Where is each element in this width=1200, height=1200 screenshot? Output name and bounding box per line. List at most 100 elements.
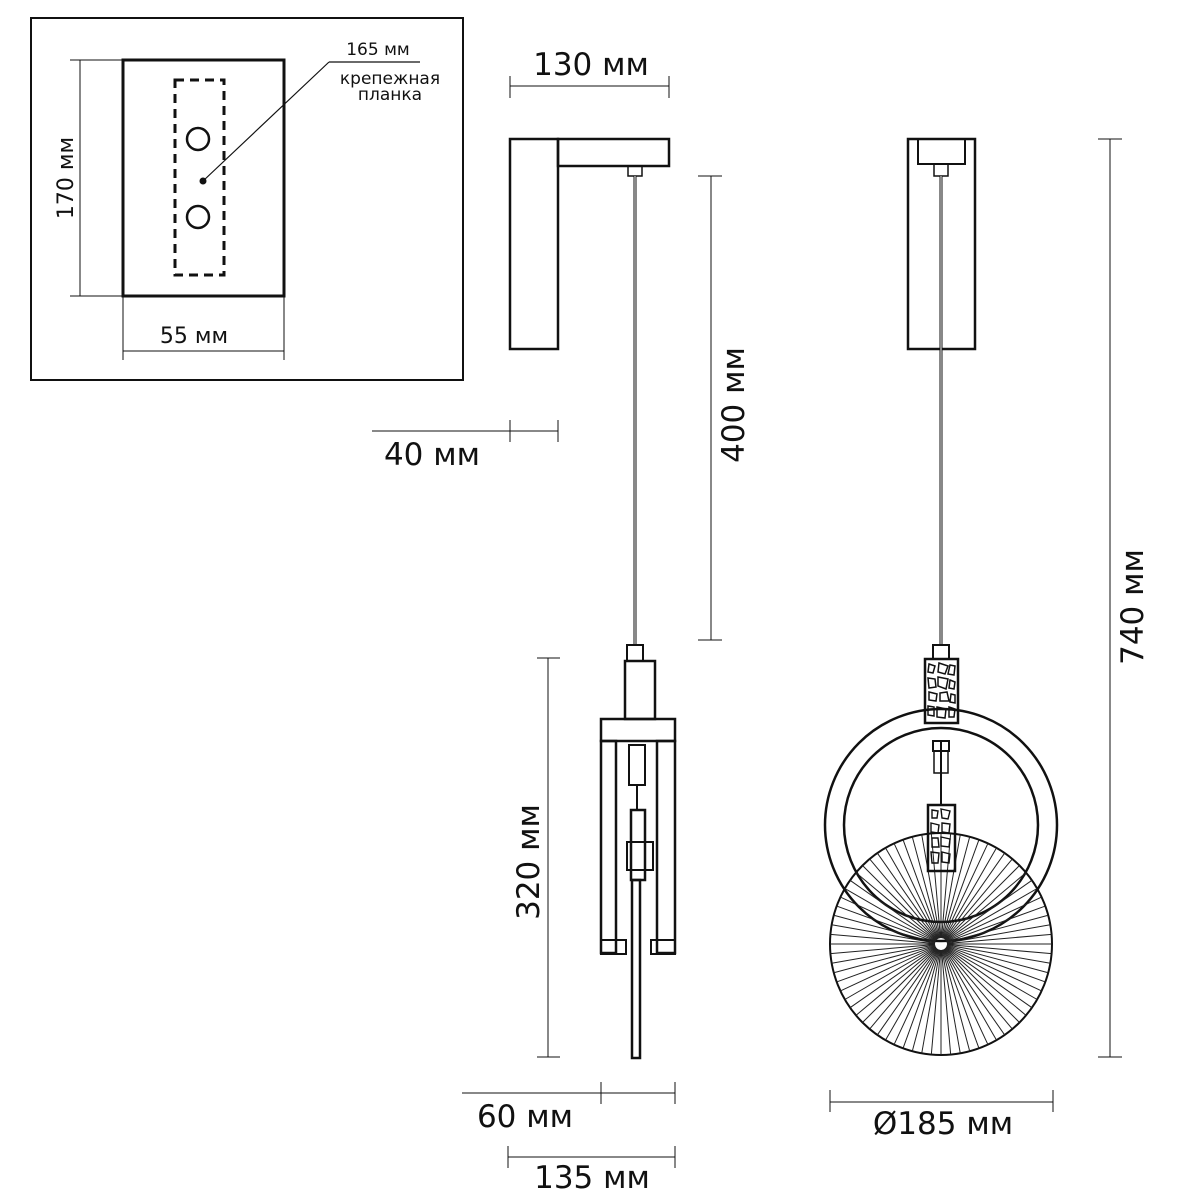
inset-frame [30,17,464,381]
shade-pleat-line [876,852,938,940]
shade-pleat-line [944,865,1020,941]
shade-pleat-line [946,896,1042,942]
shade-pleat-line [945,947,1027,1016]
diameter-label: Ø185 мм [873,1106,1013,1142]
stone-collar-texture [927,661,956,719]
shade-pleat-line [942,836,971,939]
bracket-length-label: 130 мм [533,47,649,83]
shade-pleat-line [833,945,936,974]
inner-stem-link [933,750,949,774]
front-view: 740 мм Ø185 мм [823,137,1151,1142]
shade-pleat-line [869,858,938,940]
rod-connector [626,644,644,662]
shade-pleat-line [945,872,1027,941]
arm-cap [627,165,643,177]
lamp-frame-base-right [650,939,676,955]
shade-pleat-line [836,945,936,983]
inset-height-label: 170 мм [54,137,79,219]
shade-pleat-line [830,944,936,955]
shade-pleat-line [944,947,1020,1023]
shade-pleat-line [941,949,961,1054]
lamp-shade-clip [626,841,654,871]
inset-spacing-label: 165 мм [346,40,410,60]
shade-pleat-line [945,946,1038,1000]
total-depth-label: 135 мм [534,1160,650,1196]
shade-pleat-line [946,914,1049,943]
shade-pleat-line [942,949,971,1052]
shade-pleat-line [942,949,980,1049]
shade-pleat-line [946,924,1051,944]
shade-pleat-line [930,833,941,939]
shade-pleat-line [902,949,940,1049]
mounting-bar-dashed [173,78,226,277]
light-ring-outer [823,707,1059,943]
screw-hole-bottom [185,204,211,230]
shade-pleat-line [849,879,937,941]
stone-collar [923,657,960,725]
shade-pleat-line [946,946,1042,992]
shade-pleat-line [943,949,989,1045]
inner-stone-block [926,803,957,873]
shade-pleat-line [942,839,980,939]
wall-plate [121,58,286,298]
shade-pleat-line [941,949,952,1055]
pleated-shade [829,832,1053,1056]
shade-pleat-line [855,872,937,941]
shade-pleat-line [893,843,939,939]
lamp-collar [623,659,657,721]
lamp-frame-base-left [600,939,627,955]
wall-offset-label: 40 мм [384,437,480,473]
shade-pleat-line [943,847,997,940]
shade-pleat-line [831,924,936,944]
inner-stone-texture [930,808,951,864]
shade-pleat-line [862,947,938,1023]
shade-pleat-line [946,905,1046,943]
rod-length-label: 400 мм [716,347,752,463]
shade-pleat-line [831,944,936,964]
wall-bracket-arm [556,137,671,168]
shade-pleat-line [945,947,1033,1009]
shade-pleat-line [840,946,936,992]
shade-pleat-line [944,948,1006,1036]
inset-width-label: 55 мм [160,324,228,349]
shade-pleat-line [911,949,940,1052]
shade-pleat-line [945,879,1033,941]
plate-label-line2: планка [358,85,422,105]
shade-pleat-line [836,905,936,943]
shade-pleat-line [944,852,1006,940]
shade-pleat-line [830,933,936,944]
shade-pleat-line [946,945,1046,983]
shade-pleat-line [944,948,1013,1030]
shade-pleat-line [941,833,952,939]
shade-pleat-line [862,865,938,941]
shade-pleat-line [885,847,939,940]
shade-pleat-line [943,843,989,939]
wall-bracket-vertical [508,137,560,351]
shade-pleat-line [911,836,940,939]
lamp-crossbar [599,717,677,743]
shade-pleat-line [921,834,941,939]
plate-label-line1: крепежная [340,69,440,89]
shade-pleat-line [876,948,938,1036]
shade-pleat-line [946,933,1052,944]
shade-pleat-line [944,858,1013,940]
shade-pleat-line [840,896,936,942]
shade-pleat-line [849,947,937,1009]
shade-pleat-line [943,948,997,1041]
front-bracket-cap [917,138,966,165]
lamp-inner-socket [628,744,646,786]
shade-pleat-line [885,948,939,1041]
lamp-frame-right [655,739,677,955]
shade-pleat-line [946,944,1052,955]
shade-pleat-line [946,945,1049,974]
screw-hole-top [185,126,211,152]
mounting-plate-inset: 170 мм 55 мм 165 мм крепежная планка [30,17,464,381]
front-rod-connector [932,644,950,660]
shade-pleats [830,833,1052,1055]
plate-leader-line [202,61,330,182]
shade-pleat-line [946,944,1051,964]
front-rod-cap [933,163,949,177]
shade-pleat-line [855,947,937,1016]
shade-pleat-line [893,949,939,1045]
